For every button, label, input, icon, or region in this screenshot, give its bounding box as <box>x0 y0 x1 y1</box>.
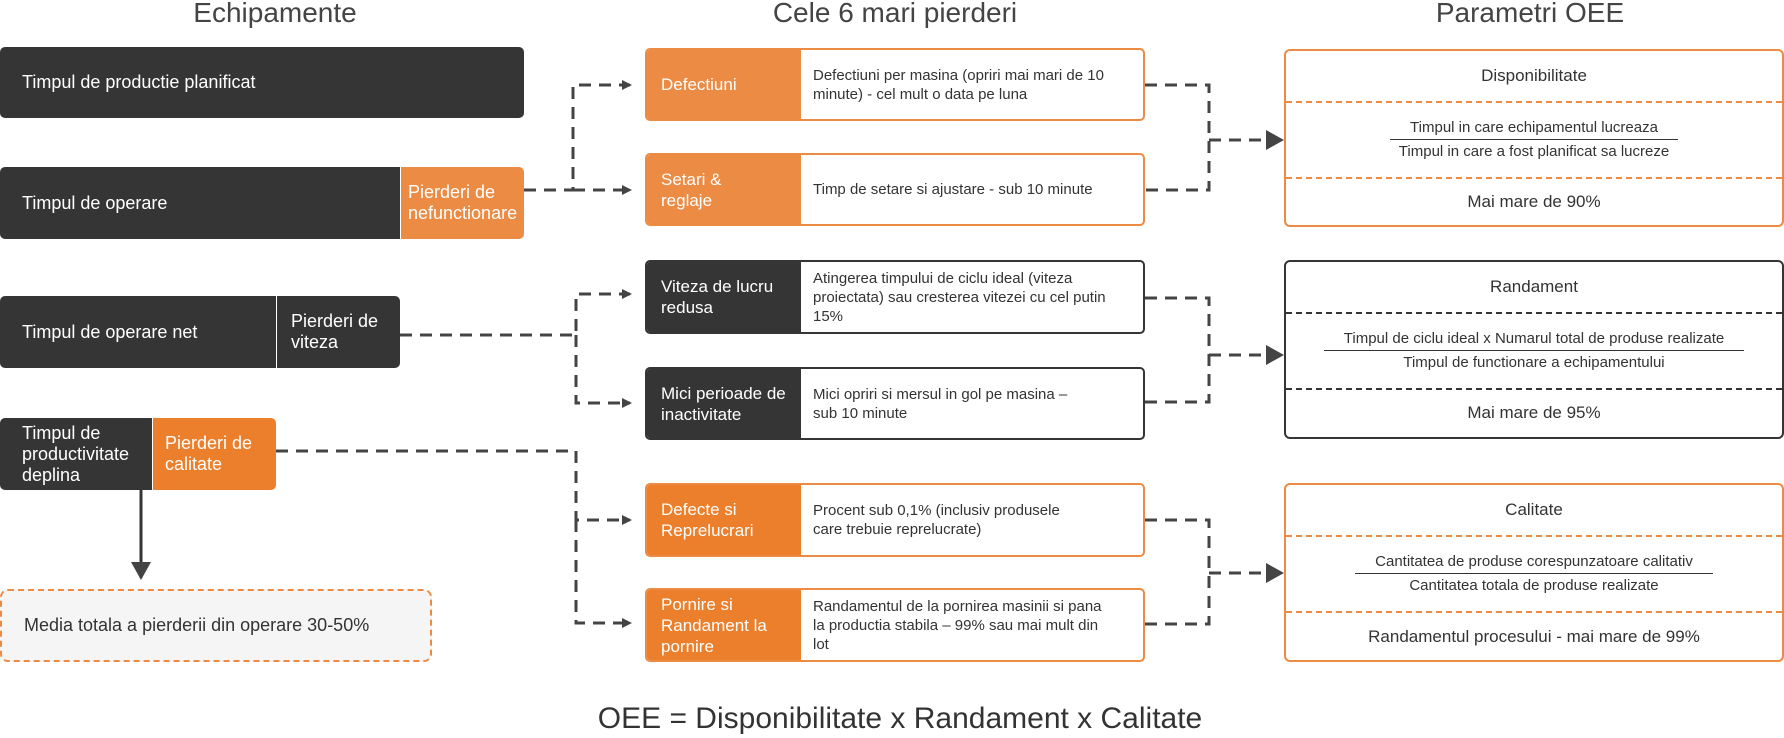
param-target-calitate: Randamentul procesului - mai mare de 99% <box>1368 626 1700 646</box>
param-numerator-calitate: Cantitatea de produse corespunzatoare ca… <box>1355 553 1713 574</box>
loss-label-setari-reglaje: Setari & reglaje <box>647 155 801 224</box>
label-speed-losses: Pierderi de viteza <box>276 296 400 368</box>
loss-description-pornire-randament: Randamentul de la pornirea masinii si pa… <box>813 597 1102 653</box>
oee-formula: OEE = Disponibilitate x Randament x Cali… <box>597 702 1203 735</box>
loss-pornire-randament: Pornire si Randament la pornire Randamen… <box>645 588 1145 662</box>
param-calitate: Calitate Cantitatea de produse corespunz… <box>1284 483 1784 662</box>
loss-viteza-redusa: Viteza de lucru redusa Atingerea timpulu… <box>645 260 1145 334</box>
loss-mici-perioade-inactivitate: Mici perioade de inactivitate Mici oprir… <box>645 367 1145 440</box>
label-fully-productive-time: Timpul de productivitate deplina <box>0 418 152 490</box>
average-loss-text: Media totala a pierderii din operare 30-… <box>24 615 370 635</box>
param-title-randament: Randament <box>1490 277 1578 296</box>
bar-operating-time: Timpul de operare Pierderi de nefunction… <box>0 167 524 239</box>
label-downtime-losses: Pierderi de nefunctionare <box>400 167 524 239</box>
loss-label-viteza-redusa: Viteza de lucru redusa <box>647 262 801 332</box>
loss-defecte-reprelucrari: Defecte si Reprelucrari Procent sub 0,1%… <box>645 483 1145 557</box>
param-title-disponibilitate: Disponibilitate <box>1481 66 1587 85</box>
loss-description-viteza-redusa: Atingerea timpului de ciclu ideal (vitez… <box>813 269 1106 325</box>
loss-description-defectiuni: Defectiuni per masina (opriri mai mari d… <box>813 66 1104 103</box>
loss-description-defecte-reprelucrari: Procent sub 0,1% (inclusiv produsele car… <box>813 502 1060 538</box>
connector-quality-to-defecte <box>276 449 632 525</box>
param-formula-calitate: Cantitatea de produse corespunzatoare ca… <box>1355 553 1713 595</box>
loss-label-defectiuni: Defectiuni <box>647 50 801 119</box>
param-denominator-randament: Timpul de functionare a echipamentului <box>1403 354 1665 371</box>
label-quality-losses: Pierderi de calitate <box>152 418 276 490</box>
average-loss-box: Media totala a pierderii din operare 30-… <box>0 589 432 662</box>
connector-group1-merge <box>1145 83 1211 192</box>
param-denominator-disponibilitate: Timpul in care a fost planificat sa lucr… <box>1398 143 1670 160</box>
column-title-equipment: Echipamente <box>193 0 357 28</box>
param-randament: Randament Timpul de ciclu ideal x Numaru… <box>1284 260 1784 439</box>
connector-speed-to-viteza <box>400 289 632 337</box>
loss-label-defecte-reprelucrari: Defecte si Reprelucrari <box>647 485 801 555</box>
loss-description-setari-reglaje: Timp de setare si ajustare - sub 10 minu… <box>813 181 1093 198</box>
param-formula-disponibilitate: Timpul in care echipamentul lucreaza Tim… <box>1390 119 1678 161</box>
loss-description-mici-perioade-inactivitate: Mici opriri si mersul in gol pe masina –… <box>813 385 1068 422</box>
param-target-disponibilitate: Mai mare de 90% <box>1467 192 1601 211</box>
param-numerator-disponibilitate: Timpul in care echipamentul lucreaza <box>1390 119 1678 140</box>
loss-label-pornire-randament: Pornire si Randament la pornire <box>647 590 801 660</box>
connector-group2-merge <box>1145 296 1211 404</box>
connector-quality-to-pornire <box>574 520 632 628</box>
loss-setari-reglaje: Setari & reglaje Timp de setare si ajust… <box>645 153 1145 226</box>
label-planned-production-time: Timpul de productie planificat <box>0 47 524 118</box>
param-disponibilitate: Disponibilitate Timpul in care echipamen… <box>1284 49 1784 227</box>
param-title-calitate: Calitate <box>1505 500 1563 519</box>
param-target-randament: Mai mare de 95% <box>1467 403 1601 422</box>
bar-planned-production-time: Timpul de productie planificat <box>0 47 524 118</box>
loss-label-mici-perioade-inactivitate: Mici perioade de inactivitate <box>647 369 801 438</box>
param-denominator-calitate: Cantitatea totala de produse realizate <box>1409 577 1659 594</box>
column-title-six-big-losses: Cele 6 mari pierderi <box>772 0 1018 28</box>
bar-net-operating-time: Timpul de operare net Pierderi de viteza <box>0 296 400 368</box>
column-title-oee-parameters: Parametri OEE <box>1435 0 1625 28</box>
label-operating-time: Timpul de operare <box>0 167 400 239</box>
param-formula-randament: Timpul de ciclu ideal x Numarul total de… <box>1323 330 1745 372</box>
label-net-operating-time: Timpul de operare net <box>0 296 276 368</box>
param-numerator-randament: Timpul de ciclu ideal x Numarul total de… <box>1323 330 1745 351</box>
loss-defectiuni: Defectiuni Defectiuni per masina (opriri… <box>645 48 1145 121</box>
connector-group3-merge <box>1145 518 1211 626</box>
connector-speed-to-mici <box>574 335 632 408</box>
connector-downtime-to-defectiuni <box>524 80 632 192</box>
bar-fully-productive-time: Timpul de productivitate deplina Pierder… <box>0 418 276 490</box>
